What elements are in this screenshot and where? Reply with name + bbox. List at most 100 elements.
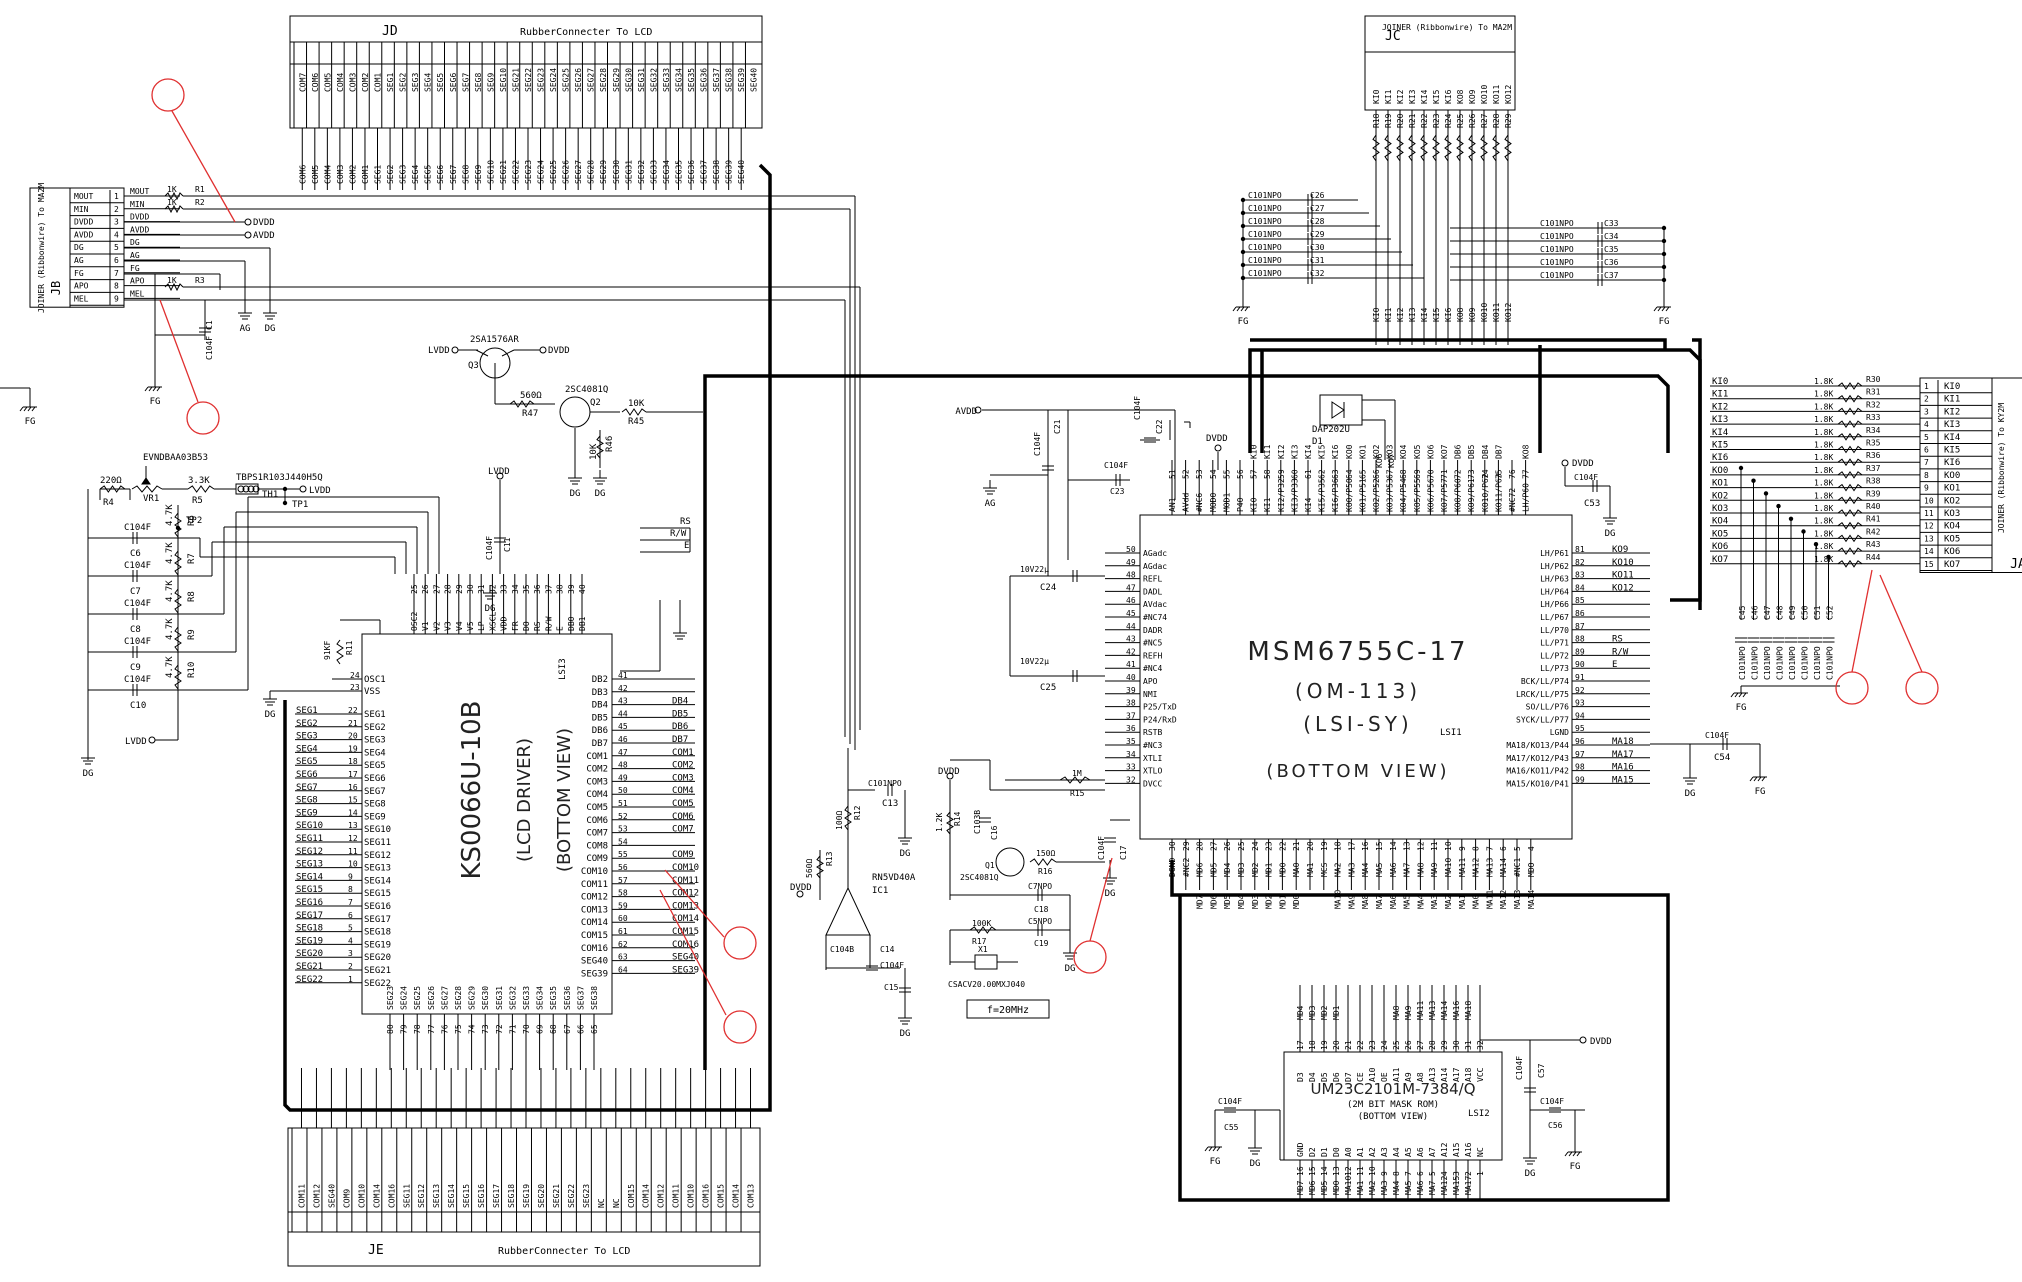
r5-value: 3.3K [188, 476, 210, 486]
jb-pin-label: AG [74, 256, 84, 265]
lcd-driver-pin-number: 33 [500, 584, 509, 594]
ja-cap-ref: C50 [1801, 605, 1810, 620]
ground-label: FG [1755, 787, 1766, 797]
jc-pin-label: KO11 [1492, 85, 1501, 104]
mcu-net: MA1 [1458, 894, 1467, 909]
mcu-pin: MOD1 [1222, 493, 1231, 512]
mcu-net: MA16 [1612, 763, 1634, 773]
mcu-net: MA12 [1499, 890, 1508, 909]
rom-pin: D3 [1296, 1072, 1305, 1082]
jc-pin-label: KO8 [1456, 89, 1465, 104]
mcu-pin: KI5/P35 [1318, 478, 1327, 512]
je-pin-label: SEG19 [522, 1184, 531, 1208]
mcu-pin: LL/P72 [1540, 651, 1569, 660]
jb-net-label: MOUT [130, 187, 149, 196]
ground-label: DG [1250, 1159, 1261, 1169]
mcu-pin: MDO [1527, 862, 1536, 877]
mcu-pin-number: 92 [1575, 686, 1585, 695]
je-pin-label: SEG16 [477, 1184, 486, 1208]
lcd-driver-pin: DB3 [592, 688, 608, 698]
rom-net: MA12 [1440, 1176, 1449, 1195]
review-circle [1835, 671, 1869, 705]
mcu-net: MD1 [1278, 894, 1287, 909]
mcu-pin: #NC6 [1195, 493, 1204, 512]
ground-label: FG [25, 417, 36, 427]
jd-pin-label: SEG25 [562, 68, 571, 92]
jd-pin-label: SEG27 [587, 68, 596, 92]
mcu-pin-number: 25 [1237, 841, 1246, 851]
ja-res-value: 1.8K [1814, 390, 1833, 399]
ja-cap-type: C101NPO [1788, 646, 1797, 680]
jc-resistor: R20 [1396, 113, 1405, 128]
lcd-driver-pin: DO [522, 621, 531, 631]
rom-net: MA8 [1392, 1005, 1401, 1020]
r45-value: 10K [628, 399, 645, 409]
c14-value: C104B [830, 945, 854, 954]
net-rw: R/W [670, 529, 687, 539]
jc-pin-label: KI4 [1420, 89, 1429, 104]
mcu-pin: NMI [1143, 690, 1158, 699]
mcu-pin: MA1 [1306, 862, 1315, 877]
mcu-net: MA6 [1389, 894, 1398, 909]
ja-cap-ref: C45 [1738, 605, 1747, 620]
jd-pin-label: SEG24 [549, 68, 558, 92]
lcd-driver-pin-number: 62 [618, 940, 628, 949]
ja-res-value: 1.8K [1814, 428, 1833, 437]
freq-box [966, 999, 1050, 1019]
jc-cap-ref: C28 [1310, 217, 1325, 226]
mcu-pin: MA10 [1444, 858, 1453, 877]
rom-pin: D0 [1332, 1147, 1341, 1157]
c18-value: C7NPO [1028, 882, 1052, 891]
jc-cap-ref: C27 [1310, 204, 1325, 213]
lcd-driver-pin: SEG32 [508, 986, 517, 1010]
jb-pin-label: MEL [74, 294, 89, 303]
lcd-driver-pin-number: 75 [454, 1024, 463, 1034]
jc-net-label: KI3 [1408, 307, 1417, 322]
jc-pin-label: KI6 [1444, 89, 1453, 104]
lcd-driver-net: SEG13 [296, 860, 323, 870]
lcd-driver-pin: SEG19 [364, 940, 391, 950]
lcd-driver-pin-number: 76 [440, 1024, 449, 1034]
x1-crystal [974, 954, 998, 970]
jc-cap-type: C101NPO [1540, 245, 1574, 254]
jd-net-label: SEG6 [436, 165, 445, 184]
cap-value: C104F [124, 599, 151, 609]
jd-net-label: SEG30 [612, 160, 621, 184]
mcu-pin: KO9/P61 [1467, 478, 1476, 512]
mcu-pin-number: 18 [1334, 841, 1343, 851]
jc-cap-type: C101NPO [1540, 219, 1574, 228]
rom-pin-number: 21 [1344, 1040, 1353, 1050]
rom-pin-number: 7 [1404, 1171, 1413, 1176]
lcd-driver-pin: DB4 [592, 701, 608, 711]
jd-pin-label: SEG2 [399, 73, 408, 92]
avdd-label: AVDD [253, 231, 275, 241]
ja-net-label: KI6 [1712, 453, 1728, 463]
jd-pin-label: SEG4 [424, 73, 433, 92]
jd-pin-label: COM5 [323, 73, 332, 92]
ground-label: DG [83, 769, 94, 779]
rom-pin-number: 24 [1380, 1040, 1389, 1050]
c13-ref: C13 [882, 799, 898, 809]
mcu-pin: XTLI [1143, 754, 1162, 763]
jb-pin-label: DVDD [74, 218, 93, 227]
ja-pin-number: 4 [1924, 420, 1929, 429]
review-circle [186, 401, 220, 435]
jd-net-label: SEG10 [486, 160, 495, 184]
jc-net-label: KO9 [1468, 307, 1477, 322]
lcd-driver-pin-number: 9 [348, 872, 353, 881]
lcd-driver-pin: VSS [364, 687, 380, 697]
th1-part: TBPS1R103J440H5Q [236, 473, 323, 483]
mcu-pin: MA13 [1485, 858, 1494, 877]
ground-label: DG [1105, 889, 1116, 899]
review-marks [151, 78, 1939, 1044]
lcd-driver-net: SEG3 [296, 732, 318, 742]
ground-label: FG [150, 397, 161, 407]
c13-value: C101NPO [868, 779, 902, 788]
mcu-pin: AN1 [1168, 497, 1177, 512]
mcu-pin-number: 22 [1278, 841, 1287, 851]
q1-part: 2SC4081Q [960, 873, 999, 882]
ja-net-label: KI0 [1712, 377, 1728, 387]
mcu-pin-number: 43 [1126, 635, 1136, 644]
mcu-pin: #NC2 [1182, 858, 1191, 877]
wires [0, 110, 1920, 1200]
